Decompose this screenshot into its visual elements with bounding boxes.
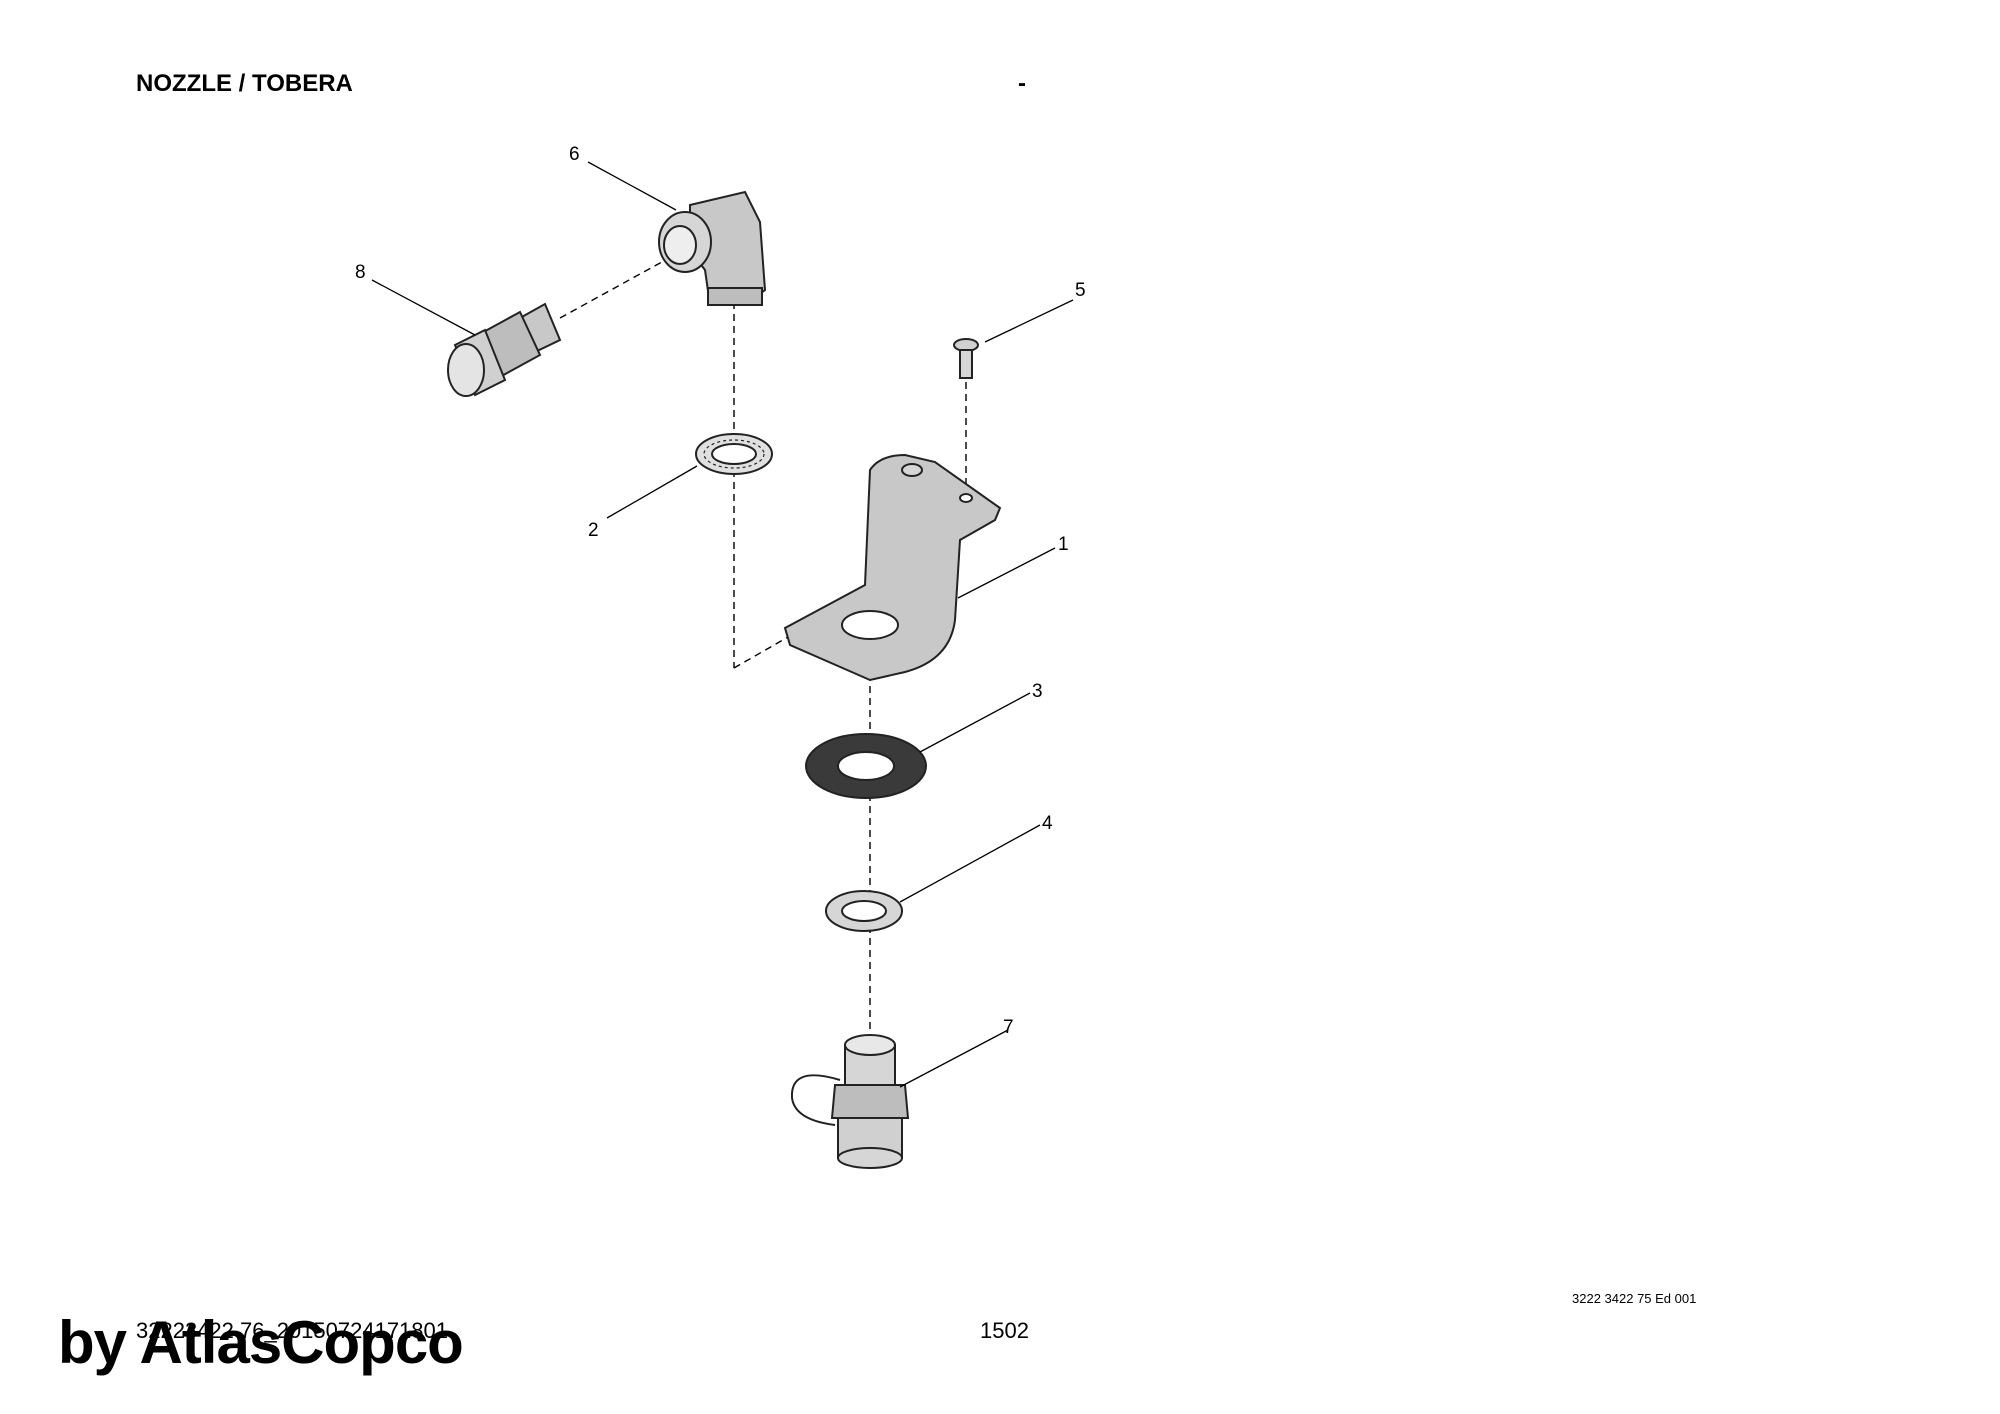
part-6-elbow (658, 190, 767, 306)
part-1-bracket (783, 453, 1002, 682)
callout-4: 4 (1042, 813, 1053, 834)
watermark: by AtlasCopco (58, 1309, 464, 1376)
document-reference: 3222 3422 75 Ed 001 (1572, 1291, 1697, 1306)
callout-3: 3 (1032, 681, 1043, 702)
part-2-lock-washer (695, 433, 773, 475)
leader-lines (371, 161, 1074, 1088)
part-4-washer (825, 890, 903, 932)
callout-1: 1 (1058, 534, 1069, 555)
part-8-nipple (447, 302, 562, 397)
part-3-gasket (805, 733, 927, 799)
page-title: NOZZLE / TOBERA (136, 70, 353, 97)
callout-7: 7 (1003, 1017, 1014, 1038)
callout-2: 2 (588, 520, 599, 541)
callout-6: 6 (569, 144, 580, 165)
part-5-screw (953, 338, 979, 379)
file-code: 32223422 76_20150724171801 (136, 1318, 448, 1343)
page-number: 1502 (980, 1318, 1029, 1343)
part-7-nozzle (790, 1034, 910, 1169)
callout-5: 5 (1075, 280, 1086, 301)
header-dash: - (1018, 70, 1026, 97)
callout-8: 8 (355, 262, 366, 283)
